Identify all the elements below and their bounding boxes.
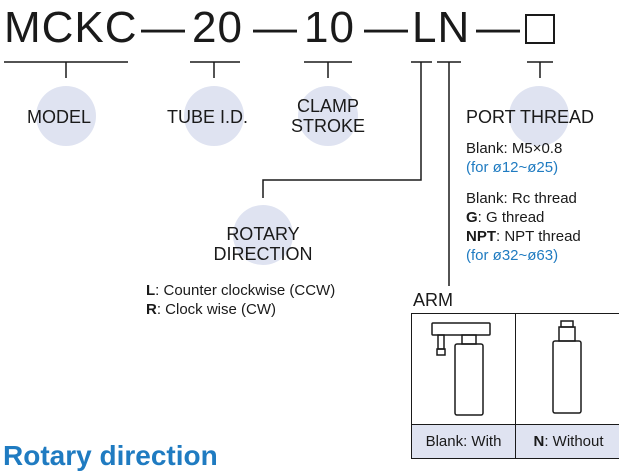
rotary-note-cw-key: R <box>146 301 157 318</box>
port-note-g-value: : G thread <box>478 209 545 226</box>
clamp-stroke-label: CLAMP STROKE <box>283 96 373 136</box>
clamp-without-arm-icon <box>529 315 609 419</box>
rotary-note-cw: R: Clock wise (CW) <box>146 300 276 319</box>
rotary-note-cw-value: : Clock wise (CW) <box>157 301 276 318</box>
rotary-note-ccw: L: Counter clockwise (CCW) <box>146 281 335 300</box>
port-note-large-bore: (for ø32~ø63) <box>466 246 558 265</box>
rotary-note-ccw-value: : Counter clockwise (CCW) <box>155 282 335 299</box>
port-note-m5: Blank: M5×0.8 <box>466 139 562 158</box>
rotary-direction-label: ROTARY DIRECTION <box>203 224 323 264</box>
arm-without-value: : Without <box>544 433 603 450</box>
arm-without-key: N <box>533 433 544 450</box>
tube-id-label: TUBE I.D. <box>167 107 248 127</box>
port-note-rc: Blank: Rc thread <box>466 189 577 208</box>
port-note-small-bore: (for ø12~ø25) <box>466 158 558 177</box>
arm-with-cell <box>412 314 516 425</box>
section-heading: Rotary direction <box>3 440 218 472</box>
arm-label: ARM <box>413 290 453 310</box>
model-label: MODEL <box>27 107 91 127</box>
clamp-with-arm-icon <box>424 315 504 419</box>
arm-with-caption: Blank: With <box>412 425 516 459</box>
rotary-direction-line2: DIRECTION <box>203 244 323 264</box>
rotary-note-ccw-key: L <box>146 282 155 299</box>
port-note-npt-key: NPT <box>466 228 496 245</box>
port-note-npt: NPT: NPT thread <box>466 227 581 246</box>
port-note-g-key: G <box>466 209 478 226</box>
port-note-npt-value: : NPT thread <box>496 228 581 245</box>
clamp-stroke-line2: STROKE <box>283 116 373 136</box>
clamp-stroke-line1: CLAMP <box>283 96 373 116</box>
rotary-direction-line1: ROTARY <box>203 224 323 244</box>
arm-without-caption: N: Without <box>516 425 619 459</box>
arm-without-cell <box>516 314 619 425</box>
arm-options-table: Blank: With N: Without <box>411 313 619 459</box>
port-note-g: G: G thread <box>466 208 544 227</box>
port-thread-label: PORT THREAD <box>466 107 594 127</box>
